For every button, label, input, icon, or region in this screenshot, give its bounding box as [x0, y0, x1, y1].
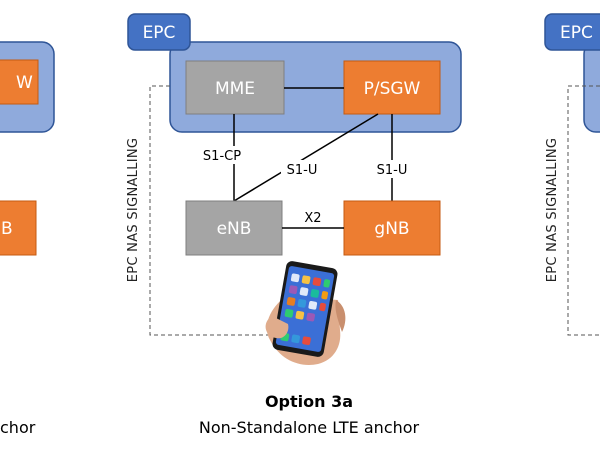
right-nas-signalling-path — [567, 85, 600, 336]
left-gnb-label: B — [1, 219, 13, 239]
epc-tab — [127, 13, 191, 51]
s1u-gnb-label-bg — [370, 160, 414, 178]
caption-title: Option 3a — [264, 392, 354, 411]
s1cp-label: S1-CP — [203, 149, 241, 164]
caption-subtitle: Non-Standalone LTE anchor — [198, 418, 420, 437]
right-panel-fragment: EPC EPC NAS SIGNALLING — [544, 13, 600, 336]
gnb-label: gNB — [374, 219, 409, 239]
s1u-enb-label-bg — [281, 160, 325, 178]
x2-label: X2 — [304, 211, 321, 226]
epc-tab-label: EPC — [143, 23, 176, 43]
left-psgw-fragment — [0, 59, 39, 105]
gnb-node — [343, 200, 441, 256]
s1u-enb-link — [233, 113, 379, 202]
psgw-node — [343, 60, 441, 115]
phone-in-hand-icon — [265, 261, 346, 365]
s1cp-label-bg — [195, 146, 249, 164]
nas-signalling-path — [149, 85, 272, 336]
s1u-gnb-label: S1-U — [377, 163, 408, 178]
left-panel-fragment: W B — [0, 41, 55, 256]
s1u-enb-label: S1-U — [287, 163, 318, 178]
left-caption-fragment: chor — [0, 418, 36, 437]
right-epc-box — [583, 41, 600, 133]
right-nas-signalling-label: EPC NAS SIGNALLING — [545, 138, 560, 283]
enb-label: eNB — [217, 219, 252, 239]
psgw-label: P/SGW — [364, 79, 421, 99]
left-psgw-label: W — [16, 73, 33, 93]
right-epc-tab — [544, 13, 600, 51]
right-epc-tab-label: EPC — [560, 23, 593, 43]
nas-signalling-label: EPC NAS SIGNALLING — [126, 138, 141, 283]
left-gnb-fragment — [0, 200, 37, 256]
mme-label: MME — [215, 79, 255, 99]
